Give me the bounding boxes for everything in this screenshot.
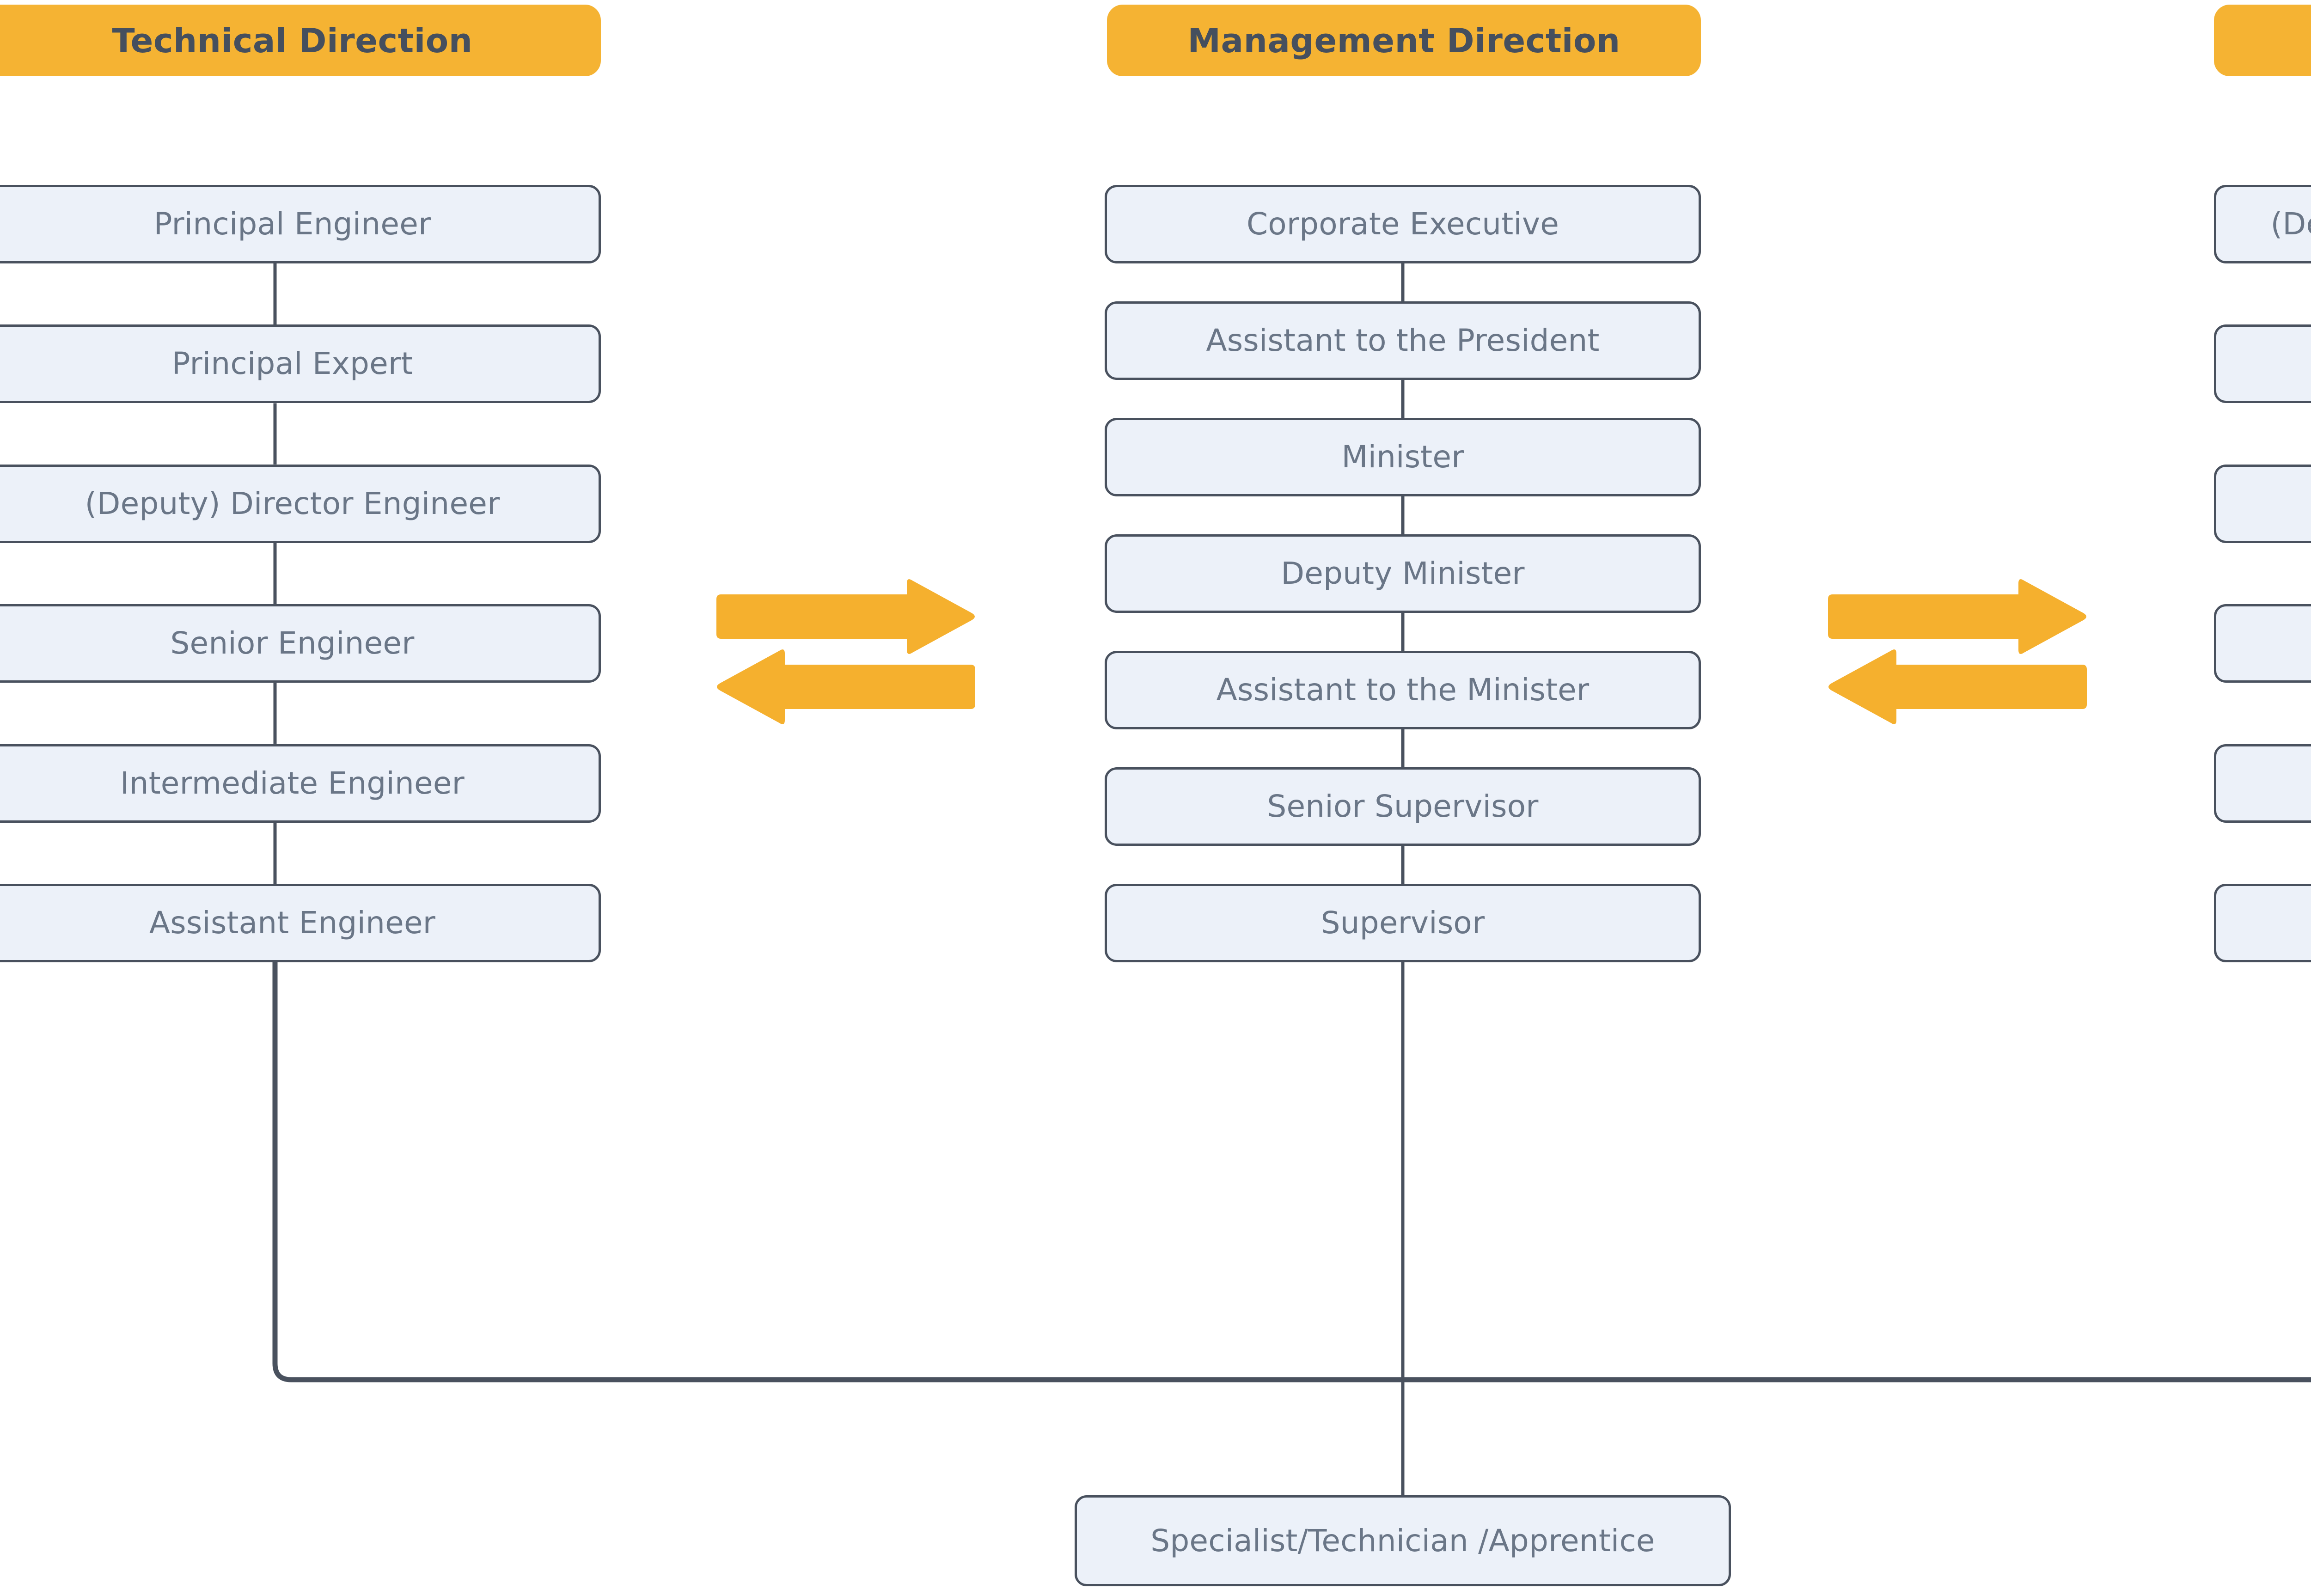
node-label: (Deputy) Supervisor Technician	[2270, 206, 2311, 242]
node-label: Assistant to the Minister	[1216, 672, 1590, 708]
column-header-technical-label: Technical Direction	[112, 21, 473, 60]
node-label: Minister	[1341, 439, 1464, 475]
node-base-specialist[interactable]: Specialist/Technician /Apprentice	[1075, 1495, 1731, 1586]
node-label: Assistant Engineer	[149, 905, 436, 941]
node-technical-4[interactable]: Intermediate Engineer	[0, 744, 601, 823]
node-skill-level-5[interactable]: Junior Laborer	[2214, 884, 2311, 962]
column-header-management-label: Management Direction	[1187, 21, 1620, 60]
node-management-6[interactable]: Supervisor	[1105, 884, 1701, 962]
node-technical-1[interactable]: Principal Expert	[0, 324, 601, 404]
exchange-arrows-technical-management[interactable]	[716, 578, 975, 730]
node-technical-2[interactable]: (Deputy) Director Engineer	[0, 464, 601, 543]
node-skill-level-0[interactable]: (Deputy) Supervisor Technician	[2214, 185, 2311, 263]
node-management-3[interactable]: Deputy Minister	[1105, 534, 1701, 613]
node-label: Principal Expert	[171, 346, 413, 382]
node-label: Senior Engineer	[170, 625, 415, 661]
node-technical-0[interactable]: Principal Engineer	[0, 185, 601, 263]
node-label: Principal Engineer	[153, 206, 431, 242]
column-header-technical: Technical Direction	[0, 5, 601, 76]
node-label: (Deputy) Director Engineer	[85, 485, 500, 521]
node-technical-3[interactable]: Senior Engineer	[0, 604, 601, 683]
exchange-arrows-icon	[1828, 579, 2087, 724]
exchange-arrows-icon	[716, 579, 975, 724]
node-skill-level-2[interactable]: Technician	[2214, 464, 2311, 543]
node-skill-level-3[interactable]: Senior Laborer	[2214, 604, 2311, 683]
node-label: Intermediate Engineer	[120, 765, 465, 801]
column-header-skill-level: Skill Level Direction	[2214, 5, 2311, 76]
node-label: Supervisor	[1321, 905, 1485, 941]
node-label: Deputy Minister	[1281, 556, 1525, 591]
node-label: Corporate Executive	[1246, 206, 1559, 242]
node-management-2[interactable]: Minister	[1105, 418, 1701, 496]
column-header-management: Management Direction	[1107, 5, 1701, 76]
node-management-1[interactable]: Assistant to the President	[1105, 301, 1701, 380]
node-skill-level-4[interactable]: Intermediate Laborer	[2214, 744, 2311, 823]
exchange-arrows-management-skill-level[interactable]	[1828, 578, 2087, 730]
node-label: Assistant to the President	[1206, 323, 1600, 358]
node-label: Specialist/Technician /Apprentice	[1150, 1523, 1655, 1559]
node-management-5[interactable]: Senior Supervisor	[1105, 767, 1701, 846]
node-skill-level-1[interactable]: Senior Technician	[2214, 324, 2311, 404]
node-technical-5[interactable]: Assistant Engineer	[0, 884, 601, 962]
node-management-4[interactable]: Assistant to the Minister	[1105, 651, 1701, 729]
node-label: Senior Supervisor	[1267, 789, 1539, 824]
node-management-0[interactable]: Corporate Executive	[1105, 185, 1701, 263]
